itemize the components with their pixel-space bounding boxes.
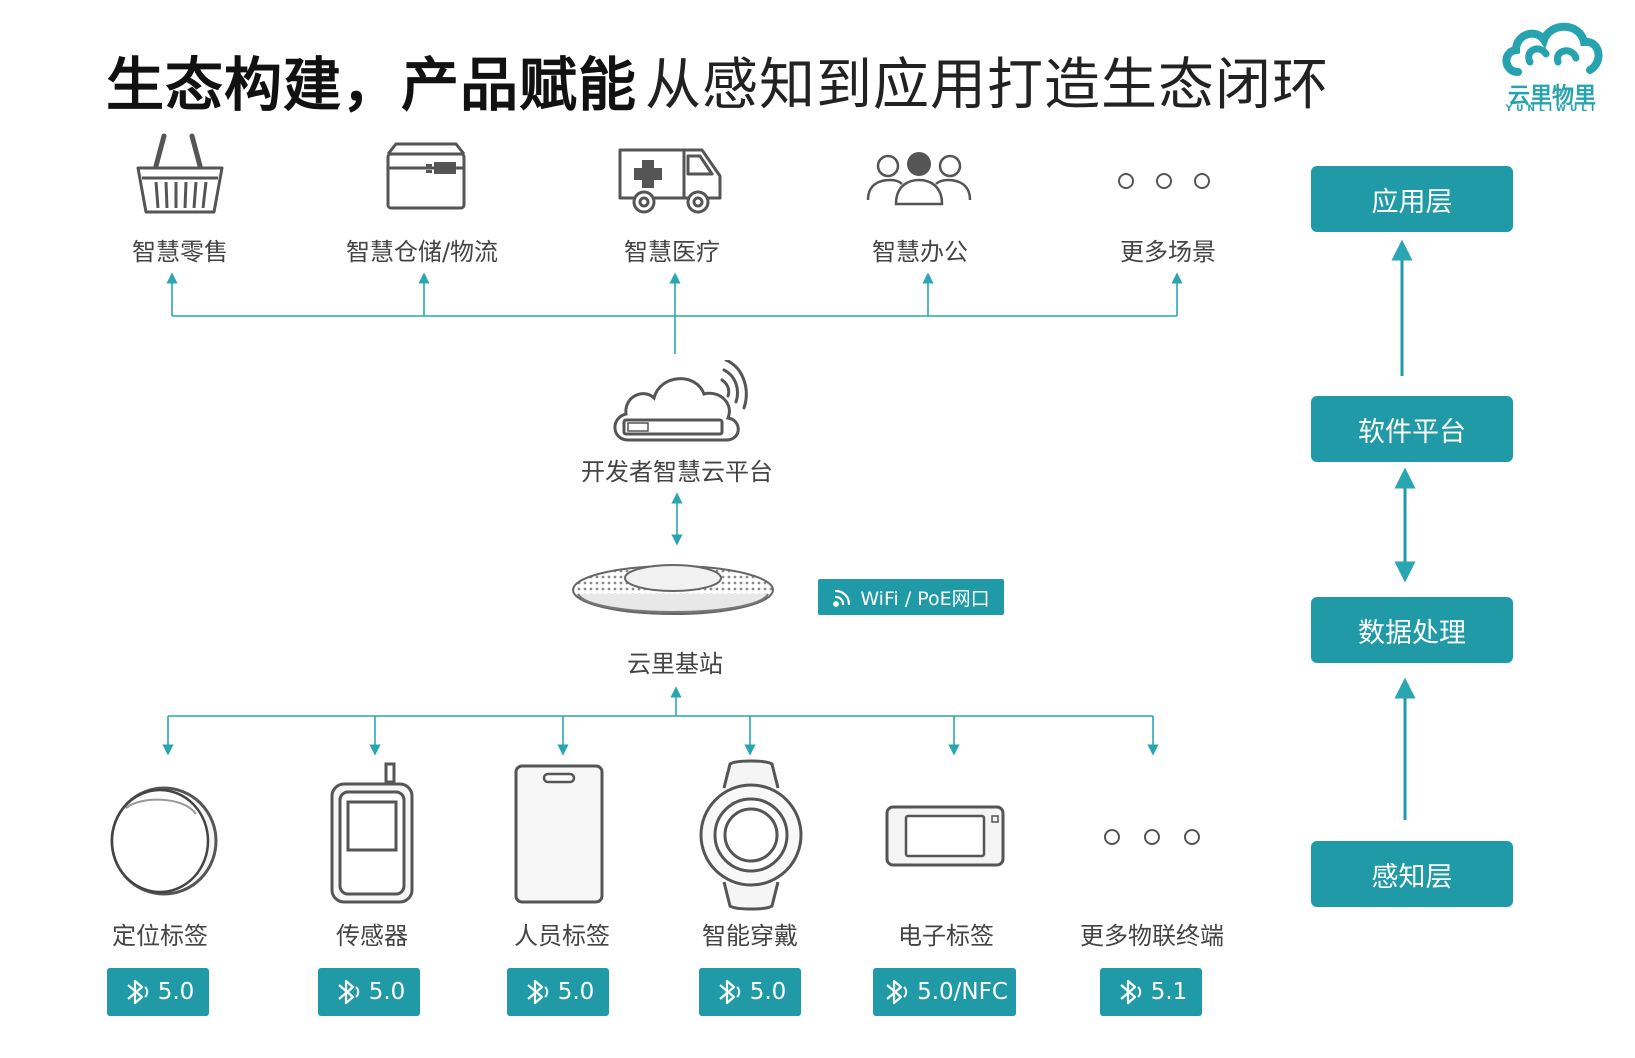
wristband-icon: [699, 759, 803, 911]
shopping-basket-icon: [136, 133, 224, 214]
device-label-personnel: 人员标签: [514, 922, 610, 950]
storage-box-icon: [386, 142, 466, 210]
bluetooth-badge: 5.0: [507, 968, 609, 1016]
people-group-icon: [866, 152, 972, 206]
bluetooth-version: 5.0: [749, 979, 787, 1005]
wifi-poe-badge: WiFi / PoE网口: [818, 579, 1004, 615]
bluetooth-version: 5.1: [1150, 979, 1188, 1005]
scenario-label-more: 更多场景: [1120, 238, 1216, 266]
bluetooth-icon: [337, 979, 359, 1005]
bluetooth-badge: 5.0: [107, 968, 209, 1016]
layer-application: 应用层: [1311, 166, 1513, 232]
more-dots-icon: [1104, 829, 1200, 845]
bluetooth-version: 5.0/NFC: [917, 979, 1008, 1005]
layer-software-platform: 软件平台: [1311, 396, 1513, 462]
page-subtitle: 从感知到应用打造生态闭环: [645, 53, 1329, 118]
base-station-label: 云里基站: [627, 650, 723, 678]
device-label-more: 更多物联终端: [1080, 922, 1224, 950]
bluetooth-version: 5.0: [157, 979, 195, 1005]
ambulance-icon: [618, 148, 722, 214]
logo-subtext: YUNLIWULI: [1505, 104, 1599, 114]
bluetooth-icon: [126, 979, 148, 1005]
page-title: 生态构建，产品赋能: [106, 51, 638, 119]
layer-perception: 感知层: [1311, 841, 1513, 907]
bluetooth-version: 5.0: [557, 979, 595, 1005]
wifi-icon: [833, 589, 851, 607]
logo-text: 云里物里: [1507, 84, 1596, 109]
more-dots-icon: [1118, 173, 1210, 189]
badge-card-icon: [514, 764, 604, 904]
cloud-logo-icon: [1502, 22, 1603, 76]
bluetooth-badge: 5.1: [1100, 968, 1202, 1016]
device-label-e-tag: 电子标签: [898, 922, 994, 950]
beacon-icon: [110, 786, 218, 896]
layer-data-processing: 数据处理: [1311, 597, 1513, 663]
gateway-icon: [572, 564, 774, 615]
e-label-icon: [885, 805, 1005, 867]
sensor-icon: [330, 762, 414, 904]
scenario-label-retail: 智慧零售: [132, 238, 228, 266]
bluetooth-badge: 5.0: [318, 968, 420, 1016]
bluetooth-badge: 5.0/NFC: [873, 968, 1016, 1016]
bluetooth-icon: [1119, 979, 1141, 1005]
device-label-sensor: 传感器: [336, 922, 408, 950]
cloud-platform-label: 开发者智慧云平台: [581, 458, 773, 486]
bluetooth-badge: 5.0: [699, 968, 801, 1016]
scenario-label-medical: 智慧医疗: [624, 238, 720, 266]
bluetooth-icon: [886, 979, 908, 1005]
bluetooth-icon: [718, 979, 740, 1005]
device-label-wearable: 智能穿戴: [702, 922, 798, 950]
scenario-label-office: 智慧办公: [872, 238, 968, 266]
bluetooth-icon: [526, 979, 548, 1005]
wifi-poe-text: WiFi / PoE网口: [860, 587, 990, 610]
cloud-server-icon: [613, 360, 748, 442]
bluetooth-version: 5.0: [368, 979, 406, 1005]
device-label-locator: 定位标签: [112, 922, 208, 950]
scenario-label-warehouse: 智慧仓储/物流: [345, 238, 499, 266]
